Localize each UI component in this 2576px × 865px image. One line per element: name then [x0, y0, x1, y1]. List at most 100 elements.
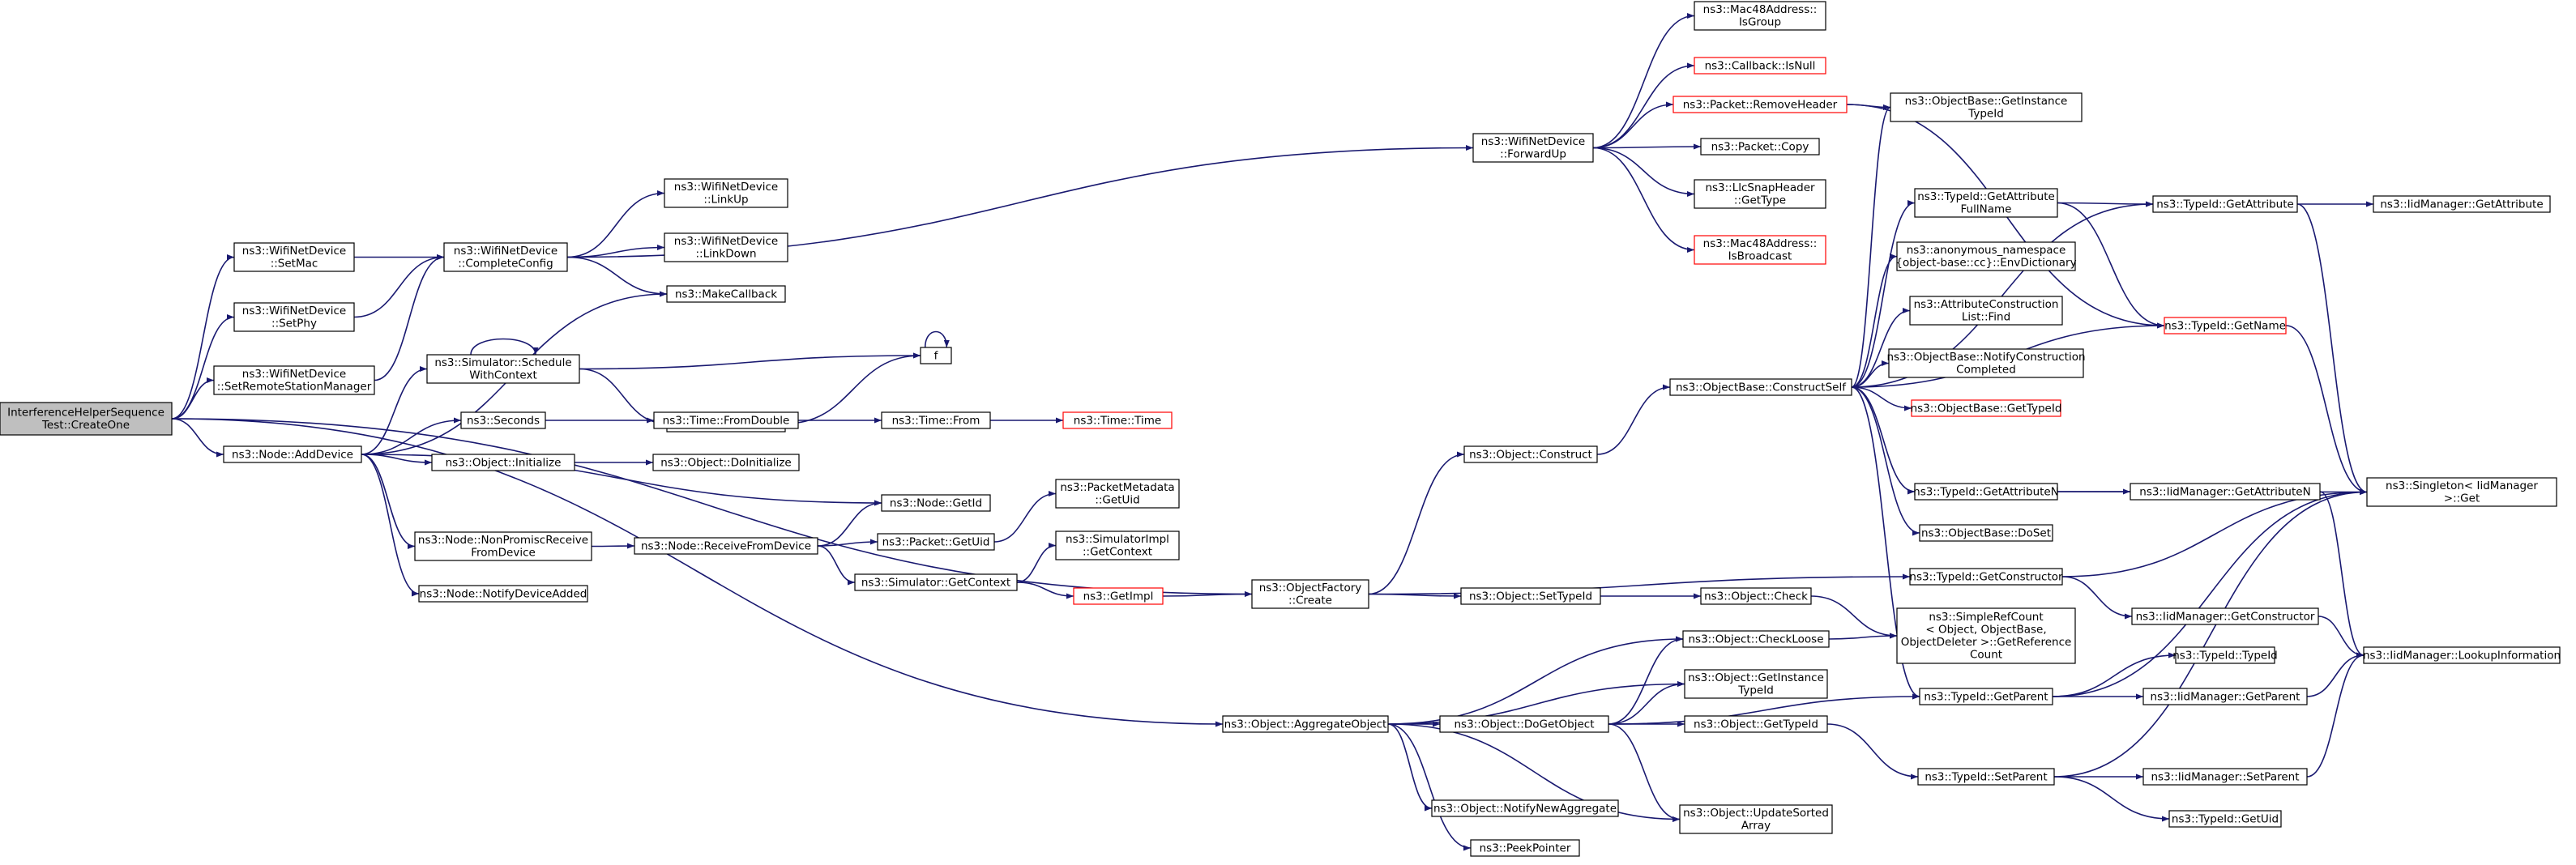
node-box[interactable]: [881, 494, 991, 512]
node-box[interactable]: [1470, 839, 1580, 857]
node-ns3-packet-copy[interactable]: ns3::Packet::Copy: [1700, 138, 1820, 156]
node-box[interactable]: [1694, 179, 1826, 209]
node-ns3-makecallback[interactable]: ns3::MakeCallback: [666, 285, 786, 303]
node-box[interactable]: [223, 445, 362, 463]
node-box[interactable]: [460, 411, 546, 429]
node-box[interactable]: [664, 232, 788, 262]
node-ns3-object-aggregateobject[interactable]: ns3::Object::AggregateObject: [1222, 715, 1389, 733]
node-box[interactable]: [1055, 531, 1180, 560]
node-ns3-iidmanager-lookupinformation[interactable]: ns3::IidManager::LookupInformation: [2363, 646, 2561, 664]
node-box[interactable]: [664, 178, 788, 208]
node-ns3-iidmanager-setparent[interactable]: ns3::IidManager::SetParent: [2142, 768, 2308, 786]
node-ns3-objectbase-notifyconstruction-completed[interactable]: ns3::ObjectBase::NotifyConstructionCompl…: [1886, 348, 2086, 378]
node-box[interactable]: [1700, 587, 1812, 605]
node-ns3-wifinetdevice-setphy[interactable]: ns3::WifiNetDevice::SetPhy: [233, 302, 355, 332]
node-box[interactable]: [2366, 477, 2557, 507]
node-ns3-object-notifynewaggregate[interactable]: ns3::Object::NotifyNewAggregate: [1431, 799, 1619, 817]
node-ns3-iidmanager-getparent[interactable]: ns3::IidManager::GetParent: [2142, 688, 2308, 705]
node-box[interactable]: [1914, 188, 2058, 218]
node-box[interactable]: [1062, 411, 1173, 429]
node-ns3-wifinetdevice-setremotestationmanager[interactable]: ns3::WifiNetDevice::SetRemoteStationMana…: [213, 365, 375, 395]
node-ns3-node-adddevice[interactable]: ns3::Node::AddDevice: [223, 445, 362, 463]
node-ns3-object-settypeid[interactable]: ns3::Object::SetTypeId: [1460, 587, 1601, 605]
node-ns3-node-receivefromdevice[interactable]: ns3::Node::ReceiveFromDevice: [634, 537, 818, 555]
node-box[interactable]: [233, 242, 355, 272]
node-ns3-iidmanager-getattribute[interactable]: ns3::IidManager::GetAttribute: [2373, 195, 2551, 213]
node-ns3-mac48address-isgroup[interactable]: ns3::Mac48Address::IsGroup: [1694, 1, 1826, 31]
node-box[interactable]: [1919, 688, 2053, 705]
node-box[interactable]: [877, 533, 995, 551]
node-ns3-typeid-getattributen[interactable]: ns3::TypeId::GetAttributeN: [1913, 483, 2059, 501]
node-ns3-object-check[interactable]: ns3::Object::Check: [1700, 587, 1812, 605]
node-ns3-typeid-getattribute[interactable]: ns3::TypeId::GetAttribute: [2152, 195, 2298, 213]
node-ns3-time-fromdouble[interactable]: ns3::Time::FromDouble: [653, 411, 799, 429]
node-box[interactable]: [2142, 768, 2308, 786]
node-box[interactable]: [418, 585, 588, 603]
node-box[interactable]: [653, 411, 799, 429]
node-box[interactable]: [920, 347, 952, 364]
node-box[interactable]: [2373, 195, 2551, 213]
node-box[interactable]: [443, 242, 568, 272]
node-box[interactable]: [2175, 646, 2275, 664]
node-box[interactable]: [1919, 524, 2053, 542]
node-box[interactable]: [2131, 607, 2319, 625]
node-ns3-wifinetdevice-setmac[interactable]: ns3::WifiNetDevice::SetMac: [233, 242, 355, 272]
node-box[interactable]: [2152, 195, 2298, 213]
node-box[interactable]: [233, 302, 355, 332]
node-box[interactable]: [1909, 296, 2063, 326]
node-ns3-object-dogetobject[interactable]: ns3::Object::DoGetObject: [1439, 715, 1609, 733]
node-box[interactable]: [1694, 57, 1826, 75]
node-interferencehelpersequence-test-createone[interactable]: InterferenceHelperSequenceTest::CreateOn…: [0, 402, 173, 436]
node-box[interactable]: [1917, 768, 2055, 786]
node-ns3-node-notifydeviceadded[interactable]: ns3::Node::NotifyDeviceAdded: [418, 585, 588, 603]
node-ns3-object-doinitialize[interactable]: ns3::Object::DoInitialize: [652, 454, 800, 471]
node-ns3-wifinetdevice-linkdown[interactable]: ns3::WifiNetDevice::LinkDown: [664, 232, 788, 262]
node-f[interactable]: f: [920, 347, 952, 364]
node-box[interactable]: [2142, 688, 2308, 705]
node-box[interactable]: [1472, 133, 1594, 163]
node-ns3-simplerefcount-object-objectbase-objectdeleter-getreference-count[interactable]: ns3::SimpleRefCount< Object, ObjectBase,…: [1896, 607, 2076, 664]
node-box[interactable]: [1073, 587, 1164, 605]
node-box[interactable]: [1439, 715, 1609, 733]
node-ns3-time-from[interactable]: ns3::Time::From: [881, 411, 991, 429]
node-box[interactable]: [1890, 92, 2083, 122]
node-box[interactable]: [0, 402, 173, 436]
node-box[interactable]: [2363, 646, 2561, 664]
node-ns3-seconds[interactable]: ns3::Seconds: [460, 411, 546, 429]
node-ns3-wifinetdevice-linkup[interactable]: ns3::WifiNetDevice::LinkUp: [664, 178, 788, 208]
node-ns3-object-construct[interactable]: ns3::Object::Construct: [1463, 445, 1598, 463]
node-ns3-typeid-getname[interactable]: ns3::TypeId::GetName: [2164, 317, 2287, 334]
node-ns3-iidmanager-getconstructor[interactable]: ns3::IidManager::GetConstructor: [2131, 607, 2319, 625]
node-ns3-node-getid[interactable]: ns3::Node::GetId: [881, 494, 991, 512]
node-ns3-packet-removeheader[interactable]: ns3::Packet::RemoveHeader: [1672, 96, 1848, 113]
node-box[interactable]: [414, 531, 592, 561]
node-box[interactable]: [1669, 378, 1852, 396]
node-box[interactable]: [854, 573, 1018, 591]
node-box[interactable]: [431, 454, 575, 471]
node-ns3-object-gettypeid[interactable]: ns3::Object::GetTypeId: [1684, 715, 1828, 733]
node-box[interactable]: [1694, 235, 1826, 265]
node-box[interactable]: [1682, 630, 1830, 648]
node-box[interactable]: [634, 537, 818, 555]
node-box[interactable]: [1460, 587, 1601, 605]
node-box[interactable]: [1684, 715, 1828, 733]
node-ns3-objectbase-constructself[interactable]: ns3::ObjectBase::ConstructSelf: [1669, 378, 1852, 396]
node-box[interactable]: [1888, 348, 2084, 378]
node-ns3-typeid-getuid[interactable]: ns3::TypeId::GetUid: [2168, 810, 2282, 828]
node-ns3-anonymous-namespace-object-base-cc-envdictionary[interactable]: ns3::anonymous_namespace{object-base::cc…: [1895, 241, 2077, 271]
node-box[interactable]: [881, 411, 991, 429]
node-ns3-getimpl[interactable]: ns3::GetImpl: [1073, 587, 1164, 605]
node-ns3-time-time[interactable]: ns3::Time::Time: [1062, 411, 1173, 429]
node-ns3-simulator-getcontext[interactable]: ns3::Simulator::GetContext: [854, 573, 1018, 591]
node-ns3-typeid-getparent[interactable]: ns3::TypeId::GetParent: [1919, 688, 2053, 705]
node-box[interactable]: [1679, 804, 1833, 834]
node-ns3-packetmetadata-getuid[interactable]: ns3::PacketMetadata::GetUid: [1055, 479, 1180, 509]
node-ns3-objectbase-gettypeid[interactable]: ns3::ObjectBase::GetTypeId: [1911, 399, 2062, 417]
node-ns3-iidmanager-getattributen[interactable]: ns3::IidManager::GetAttributeN: [2130, 483, 2321, 501]
